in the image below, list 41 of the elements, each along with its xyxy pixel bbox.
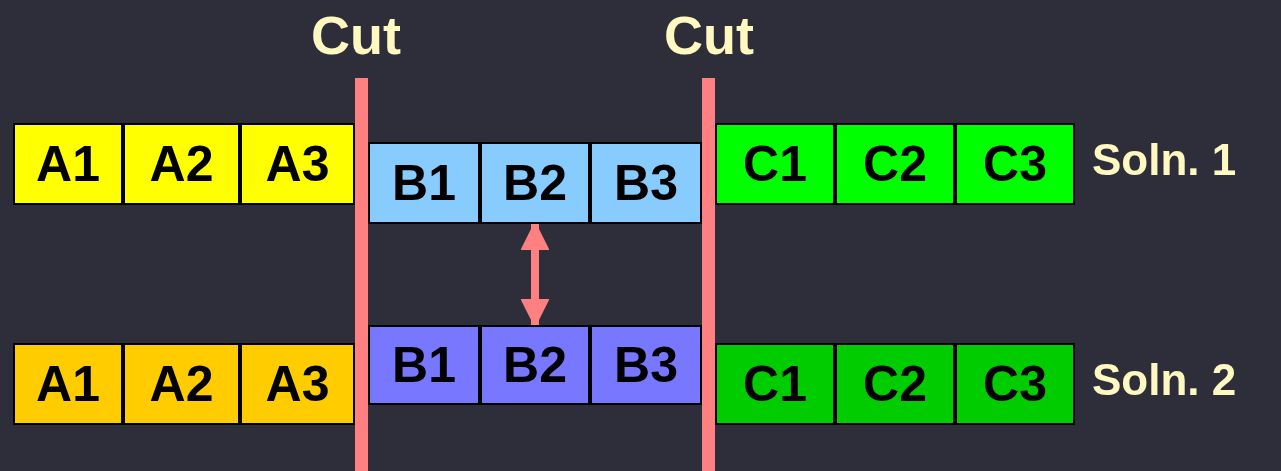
segment-label: A2 xyxy=(149,139,214,189)
segment-label: B2 xyxy=(503,158,567,208)
segment-label: B2 xyxy=(503,340,567,390)
segment-box xyxy=(240,343,355,425)
segment-box xyxy=(480,142,590,224)
segment-label: B1 xyxy=(392,340,456,390)
segment-box xyxy=(13,343,123,425)
segment-box xyxy=(590,142,702,224)
segment-box xyxy=(368,325,480,405)
segment-label: C1 xyxy=(743,359,807,409)
segment-box xyxy=(13,123,123,205)
segment-box xyxy=(715,343,835,425)
segment-label: B1 xyxy=(392,158,456,208)
segment-box xyxy=(590,325,702,405)
segment-box xyxy=(955,343,1075,425)
segment-label: B3 xyxy=(614,340,678,390)
segment-label: A3 xyxy=(265,139,330,189)
segment-label: C3 xyxy=(983,359,1047,409)
cut-label: Cut xyxy=(310,4,402,67)
solution-label: Soln. 2 xyxy=(1092,354,1238,406)
segment-box xyxy=(240,123,355,205)
solution-label: Soln. 1 xyxy=(1092,134,1238,186)
segment-label: C1 xyxy=(743,139,807,189)
segment-box xyxy=(368,142,480,224)
segment-label: A1 xyxy=(36,139,100,189)
segment-label: A1 xyxy=(36,359,100,409)
segment-box xyxy=(955,123,1075,205)
double-arrow xyxy=(520,221,550,328)
segment-label: C3 xyxy=(983,139,1047,189)
cut-label: Cut xyxy=(663,4,755,67)
segment-label: B3 xyxy=(614,158,678,208)
segment-box xyxy=(715,123,835,205)
segment-box xyxy=(835,343,955,425)
segment-box xyxy=(835,123,955,205)
segment-box xyxy=(123,343,240,425)
segment-label: A2 xyxy=(149,359,214,409)
segment-label: C2 xyxy=(863,139,927,189)
segment-box xyxy=(123,123,240,205)
segment-label: A3 xyxy=(265,359,330,409)
segment-label: C2 xyxy=(863,359,927,409)
segment-box xyxy=(480,325,590,405)
